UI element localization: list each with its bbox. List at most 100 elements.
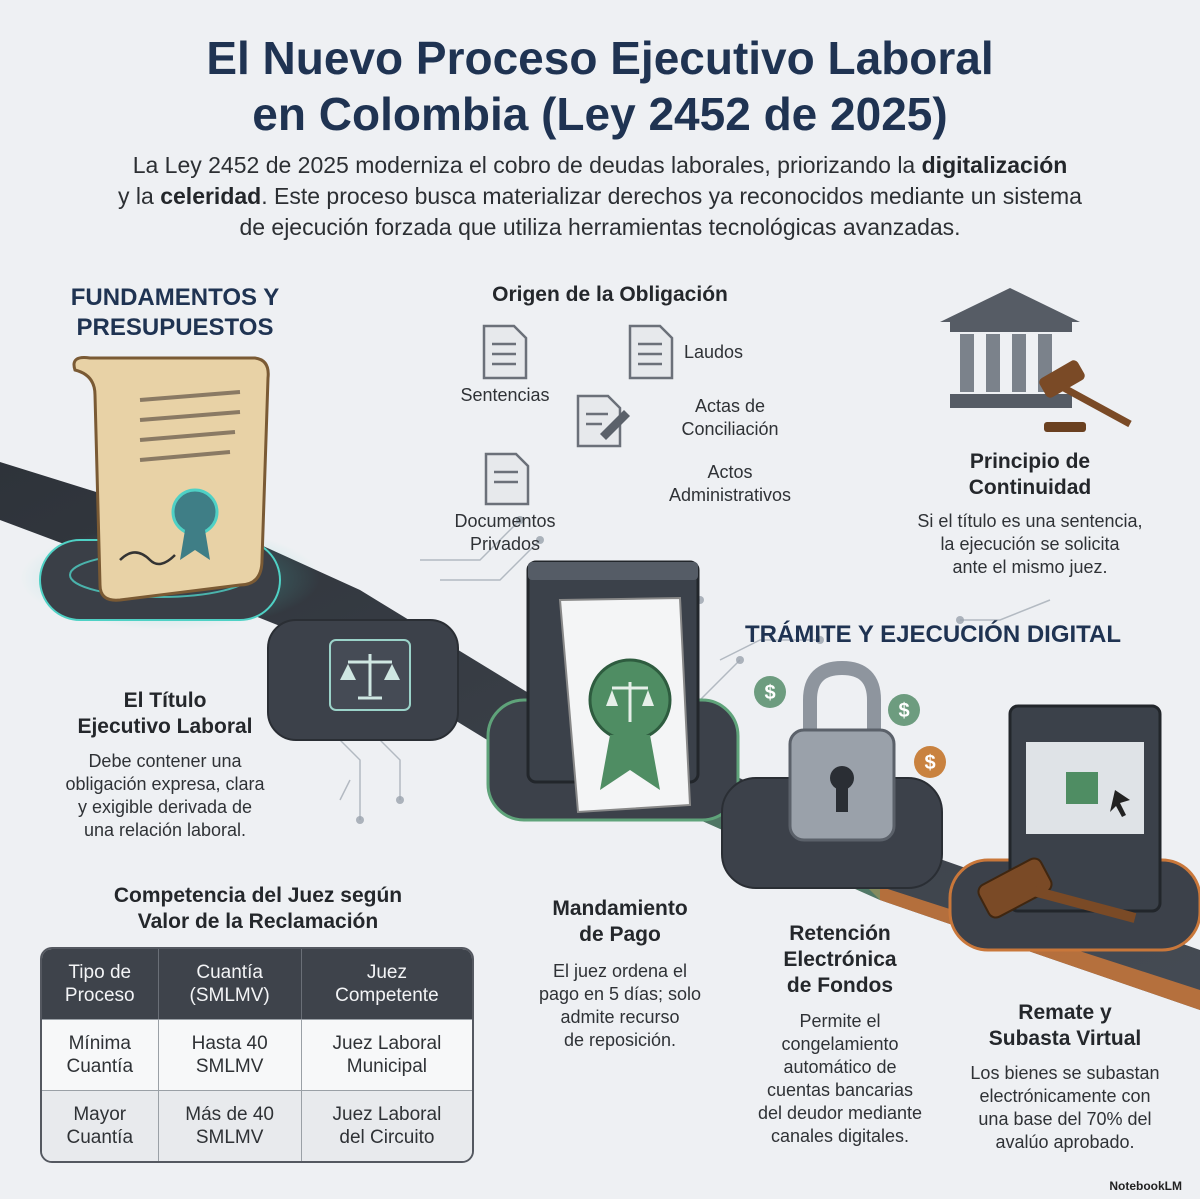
text-line: cuentas bancarias	[766, 1080, 914, 1100]
label-line: Conciliación	[681, 419, 779, 439]
heading-line: de Pago	[579, 923, 661, 946]
text-line: El juez ordena el	[552, 961, 688, 981]
text-line: admite recurso	[560, 1007, 680, 1027]
text-line: obligación expresa, clara	[65, 774, 265, 794]
heading-line: Electrónica	[783, 948, 897, 971]
intro-text: . Este proceso busca materializar derech…	[261, 183, 1082, 209]
principio-heading: Principio de Continuidad	[900, 449, 1160, 501]
text-line: una relación laboral.	[83, 820, 247, 840]
brand-watermark: NotebookLM	[1109, 1179, 1182, 1193]
text-line: avalúo aprobado.	[995, 1132, 1135, 1152]
table-header: Cuantía(SMLMV)	[158, 949, 302, 1019]
gavel-icon	[977, 857, 1137, 923]
scroll-icon	[72, 356, 270, 602]
cell-line: Juez	[366, 962, 407, 983]
scales-icon	[329, 639, 411, 711]
text-line: Si el título es una sentencia,	[917, 511, 1143, 531]
dollar-coin-icon: $ $ $	[754, 676, 946, 778]
heading-line: Valor de la Reclamación	[137, 910, 379, 933]
heading-line: PRESUPUESTOS	[76, 314, 274, 341]
browser-window-icon	[1008, 704, 1162, 913]
label-line: Actas de	[694, 396, 766, 416]
heading-line: Subasta Virtual	[988, 1027, 1142, 1050]
origen-item-actos: Actos Administrativos	[640, 461, 820, 507]
heading-line: Continuidad	[968, 476, 1092, 499]
cell-line: Cuantía	[66, 1127, 134, 1148]
text-line: la ejecución se solicita	[940, 534, 1120, 554]
svg-text:$: $	[898, 700, 909, 722]
text-line: ante el mismo juez.	[952, 557, 1108, 577]
mandamiento-heading: Mandamiento de Pago	[505, 896, 735, 948]
text-line: Permite el	[799, 1011, 881, 1031]
heading-line: Retención	[789, 922, 891, 945]
cell-line: Juez Laboral	[332, 1104, 442, 1125]
label-line: Administrativos	[668, 485, 792, 505]
intro-text: de ejecución forzada que utiliza herrami…	[239, 214, 961, 240]
section-heading-fundamentos: FUNDAMENTOS Y PRESUPUESTOS	[40, 283, 310, 343]
origen-item-actas: Actas de Conciliación	[650, 395, 810, 441]
section-heading-tramite: TRÁMITE Y EJECUCIÓN DIGITAL	[745, 621, 1122, 648]
origen-item-sentencias: Sentencias	[460, 385, 550, 405]
cell-line: SMLMV	[195, 1056, 264, 1077]
cell-line: Tipo de	[68, 962, 132, 983]
cell-line: SMLMV	[195, 1127, 264, 1148]
cell-line: Mayor	[73, 1104, 127, 1125]
heading-line: Remate y	[1018, 1001, 1112, 1024]
text-line: Los bienes se subastan	[970, 1063, 1160, 1083]
text-line: y exigible derivada de	[77, 797, 253, 817]
intro-text: La Ley 2452 de 2025 moderniza el cobro d…	[132, 152, 922, 178]
heading-line: Ejecutivo Laboral	[77, 715, 253, 738]
text-line: congelamiento	[781, 1034, 899, 1054]
heading-line: FUNDAMENTOS Y	[70, 284, 280, 311]
cell-line: Juez Laboral	[332, 1033, 442, 1054]
remate-text: Los bienes se subastan electrónicamente …	[945, 1062, 1185, 1154]
text-line: electrónicamente con	[979, 1086, 1151, 1106]
heading-line: Competencia del Juez según	[113, 884, 403, 907]
cell-line: Competente	[335, 985, 439, 1006]
cell-line: Más de 40	[185, 1104, 275, 1125]
intro-bold: celeridad	[160, 183, 262, 209]
origen-heading: Origen de la Obligación	[492, 283, 728, 306]
page-title: El Nuevo Proceso Ejecutivo Laboral en Co…	[0, 30, 1200, 142]
competencia-heading: Competencia del Juez según Valor de la R…	[40, 883, 476, 935]
cell-line: Mínima	[68, 1033, 131, 1054]
origen-item-documentos: Documentos Privados	[430, 510, 580, 556]
titulo-heading: El Título Ejecutivo Laboral	[40, 688, 290, 740]
text-line: del deudor mediante	[757, 1103, 923, 1123]
heading-line: Principio de	[969, 450, 1091, 473]
cell-line: Hasta 40	[191, 1033, 268, 1054]
text-line: de reposición.	[563, 1030, 677, 1050]
label-line: Documentos	[454, 511, 556, 531]
intro-paragraph: La Ley 2452 de 2025 moderniza el cobro d…	[40, 150, 1160, 243]
gavel-icon	[1039, 360, 1132, 432]
svg-text:$: $	[924, 752, 935, 774]
text-line: automático de	[783, 1057, 897, 1077]
signature-pen-icon	[600, 410, 630, 440]
intro-text: y la	[118, 183, 161, 209]
origen-item-laudos: Laudos	[684, 342, 744, 362]
mandamiento-text: El juez ordena el pago en 5 días; solo a…	[505, 960, 735, 1052]
cell-line: Cuantía	[196, 962, 263, 983]
heading-line: de Fondos	[786, 974, 894, 997]
svg-text:$: $	[764, 682, 775, 704]
browser-window-icon	[526, 560, 700, 814]
retencion-text: Permite el congelamiento automático de c…	[725, 1010, 955, 1148]
cell-line: (SMLMV)	[189, 985, 270, 1006]
label-line: Actos	[707, 462, 753, 482]
text-line: canales digitales.	[770, 1126, 910, 1146]
cell-line: Cuantía	[66, 1056, 134, 1077]
title-line-2: en Colombia (Ley 2452 de 2025)	[252, 88, 948, 140]
retencion-heading: Retención Electrónica de Fondos	[740, 921, 940, 999]
title-line-1: El Nuevo Proceso Ejecutivo Laboral	[206, 32, 994, 84]
titulo-text: Debe contener una obligación expresa, cl…	[40, 750, 290, 842]
